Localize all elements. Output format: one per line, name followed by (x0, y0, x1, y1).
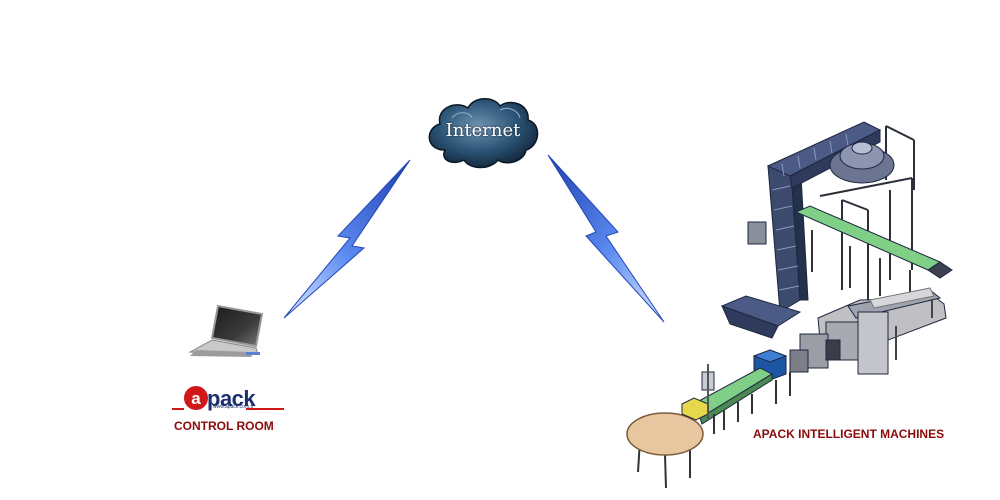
lightning-bolt-icon (283, 159, 411, 319)
logo-letter: a (191, 389, 201, 408)
control-room-label: CONTROL ROOM (174, 419, 274, 433)
logo-wordmark: pack (207, 386, 256, 411)
logo-url: www.apack.com.tr (213, 404, 254, 410)
laptop-icon (188, 304, 264, 357)
machines-label: APACK INTELLIGENT MACHINES (753, 427, 945, 441)
round-table-icon (626, 412, 704, 489)
apack-logo-icon: a (172, 386, 284, 410)
packaging-machine-icon (681, 121, 953, 434)
lightning-bolt-icon (547, 154, 665, 323)
cloud-icon (428, 98, 539, 169)
cloud-label: Internet (445, 120, 521, 141)
